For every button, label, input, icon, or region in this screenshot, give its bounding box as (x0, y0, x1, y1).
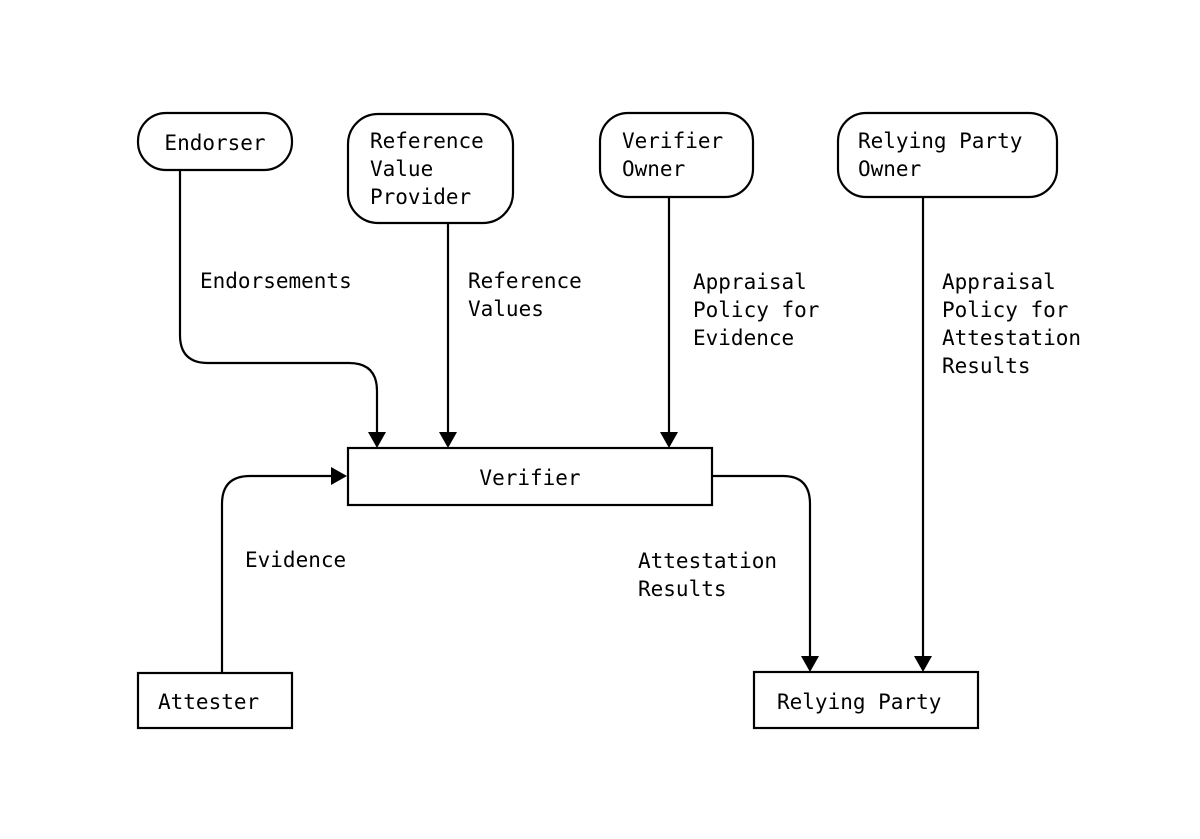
edge-reference-values (439, 223, 457, 448)
node-verifier-owner-label-line: Owner (622, 157, 685, 181)
node-reference-value-provider-label-line: Reference (370, 129, 484, 153)
edges-layer (178, 170, 932, 673)
evidence-label: Evidence (245, 548, 346, 572)
node-relying-party-label-line: Relying Party (777, 690, 941, 714)
node-endorser-label-line: Endorser (164, 131, 265, 155)
appraisal-policy-for-evidence-label-line: Appraisal (693, 270, 807, 294)
node-verifier-label-line: Verifier (479, 466, 580, 490)
node-relying-party: Relying Party (752, 670, 980, 730)
arrowhead-down-icon (801, 656, 819, 672)
node-verifier-owner-label-line: Verifier (622, 129, 723, 153)
edge-evidence-line (220, 474, 331, 673)
node-verifier-box (346, 446, 714, 507)
edge-endorsements (178, 170, 386, 448)
node-attester: Attester (136, 671, 294, 730)
node-endorser-box (136, 111, 294, 172)
node-endorser-label: Endorser (164, 131, 265, 155)
endorsements-label-line: Endorsements (200, 269, 352, 293)
node-verifier-label: Verifier (479, 466, 580, 490)
appraisal-policy-for-attestation-results-label-line: Policy for (942, 298, 1068, 322)
reference-values-label-line: Reference (468, 269, 582, 293)
node-reference-value-provider-label-line: Provider (370, 185, 471, 209)
arrowhead-down-icon (914, 656, 932, 672)
attestation-results-label-line: Attestation (638, 549, 777, 573)
arrowhead-down-icon (439, 432, 457, 448)
node-relying-party-label: Relying Party (777, 690, 941, 714)
appraisal-policy-for-attestation-results-label-line: Results (942, 354, 1031, 378)
arrowhead-down-icon (660, 432, 678, 448)
endorsements-label: Endorsements (200, 269, 352, 293)
appraisal-policy-for-evidence-label-line: Evidence (693, 326, 794, 350)
appraisal-policy-for-evidence-label-line: Policy for (693, 298, 819, 322)
edge-endorsements-line (178, 170, 379, 432)
node-attester-label: Attester (158, 690, 259, 714)
node-relying-party-owner-label-line: Owner (858, 157, 921, 181)
node-attester-box (136, 671, 294, 730)
node-endorser: Endorser (136, 111, 294, 172)
edge-attestation-results-line (712, 474, 812, 656)
node-reference-value-provider-box (346, 112, 515, 225)
node-relying-party-owner-label-line: Relying Party (858, 129, 1022, 153)
arrowhead-down-icon (368, 432, 386, 448)
edge-evidence (220, 467, 347, 673)
node-attester-label-line: Attester (158, 690, 259, 714)
edge-appraisal-policy-for-attestation-results (914, 197, 932, 672)
edge-appraisal-policy-for-evidence (660, 197, 678, 448)
node-reference-value-provider-label-line: Value (370, 157, 433, 181)
node-relying-party-box (752, 670, 980, 730)
reference-values-label-line: Values (468, 297, 544, 321)
evidence-label-line: Evidence (245, 548, 346, 572)
appraisal-policy-for-attestation-results-label-line: Attestation (942, 326, 1081, 350)
appraisal-policy-for-attestation-results-label-line: Appraisal (942, 270, 1056, 294)
node-verifier-owner-box (598, 111, 755, 199)
attestation-results-label-line: Results (638, 577, 727, 601)
edge-attestation-results (712, 474, 819, 672)
arrowhead-right-icon (331, 467, 347, 485)
node-verifier: Verifier (346, 446, 714, 507)
node-relying-party-owner-box (836, 111, 1059, 199)
